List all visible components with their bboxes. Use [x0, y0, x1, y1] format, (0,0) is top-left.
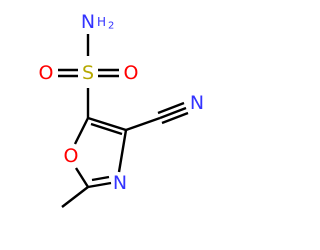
bond-c5-c4-b: [90, 122, 123, 136]
bond-c5-o1: [73, 117, 90, 145]
bond-c5-c4-a: [87, 116, 127, 132]
atom-ring-o: O: [64, 145, 79, 167]
bond-c2-n3-b: [91, 175, 110, 182]
oxazole-sulfonamide-structure: N H 2 S O O N O N: [39, 11, 205, 208]
atom-sulfonamide-h-count: 2: [108, 21, 114, 32]
bond-cn-triple-b: [157, 101, 185, 115]
bond-c4-cnitrile: [125, 116, 161, 132]
atom-sulfur: S: [82, 62, 94, 84]
bonds: [58, 34, 189, 208]
atom-sulfonyl-o-right: O: [124, 62, 139, 84]
atom-sulfonamide-n: N: [81, 11, 95, 33]
atom-nitrile-n: N: [190, 92, 204, 114]
bond-c2-n3-a: [87, 181, 112, 189]
bond-cn-triple-c: [161, 111, 189, 125]
bond-cn-triple-a: [159, 106, 187, 120]
bond-c2-methyl: [61, 186, 89, 208]
atom-labels: N H 2 S O O N O N: [39, 11, 205, 194]
bond-o1-c2: [74, 167, 90, 188]
atom-ring-n: N: [113, 172, 127, 194]
atom-sulfonyl-o-left: O: [39, 62, 54, 84]
atom-sulfonamide-h: H: [97, 15, 106, 29]
bond-n3-c4: [117, 129, 128, 173]
